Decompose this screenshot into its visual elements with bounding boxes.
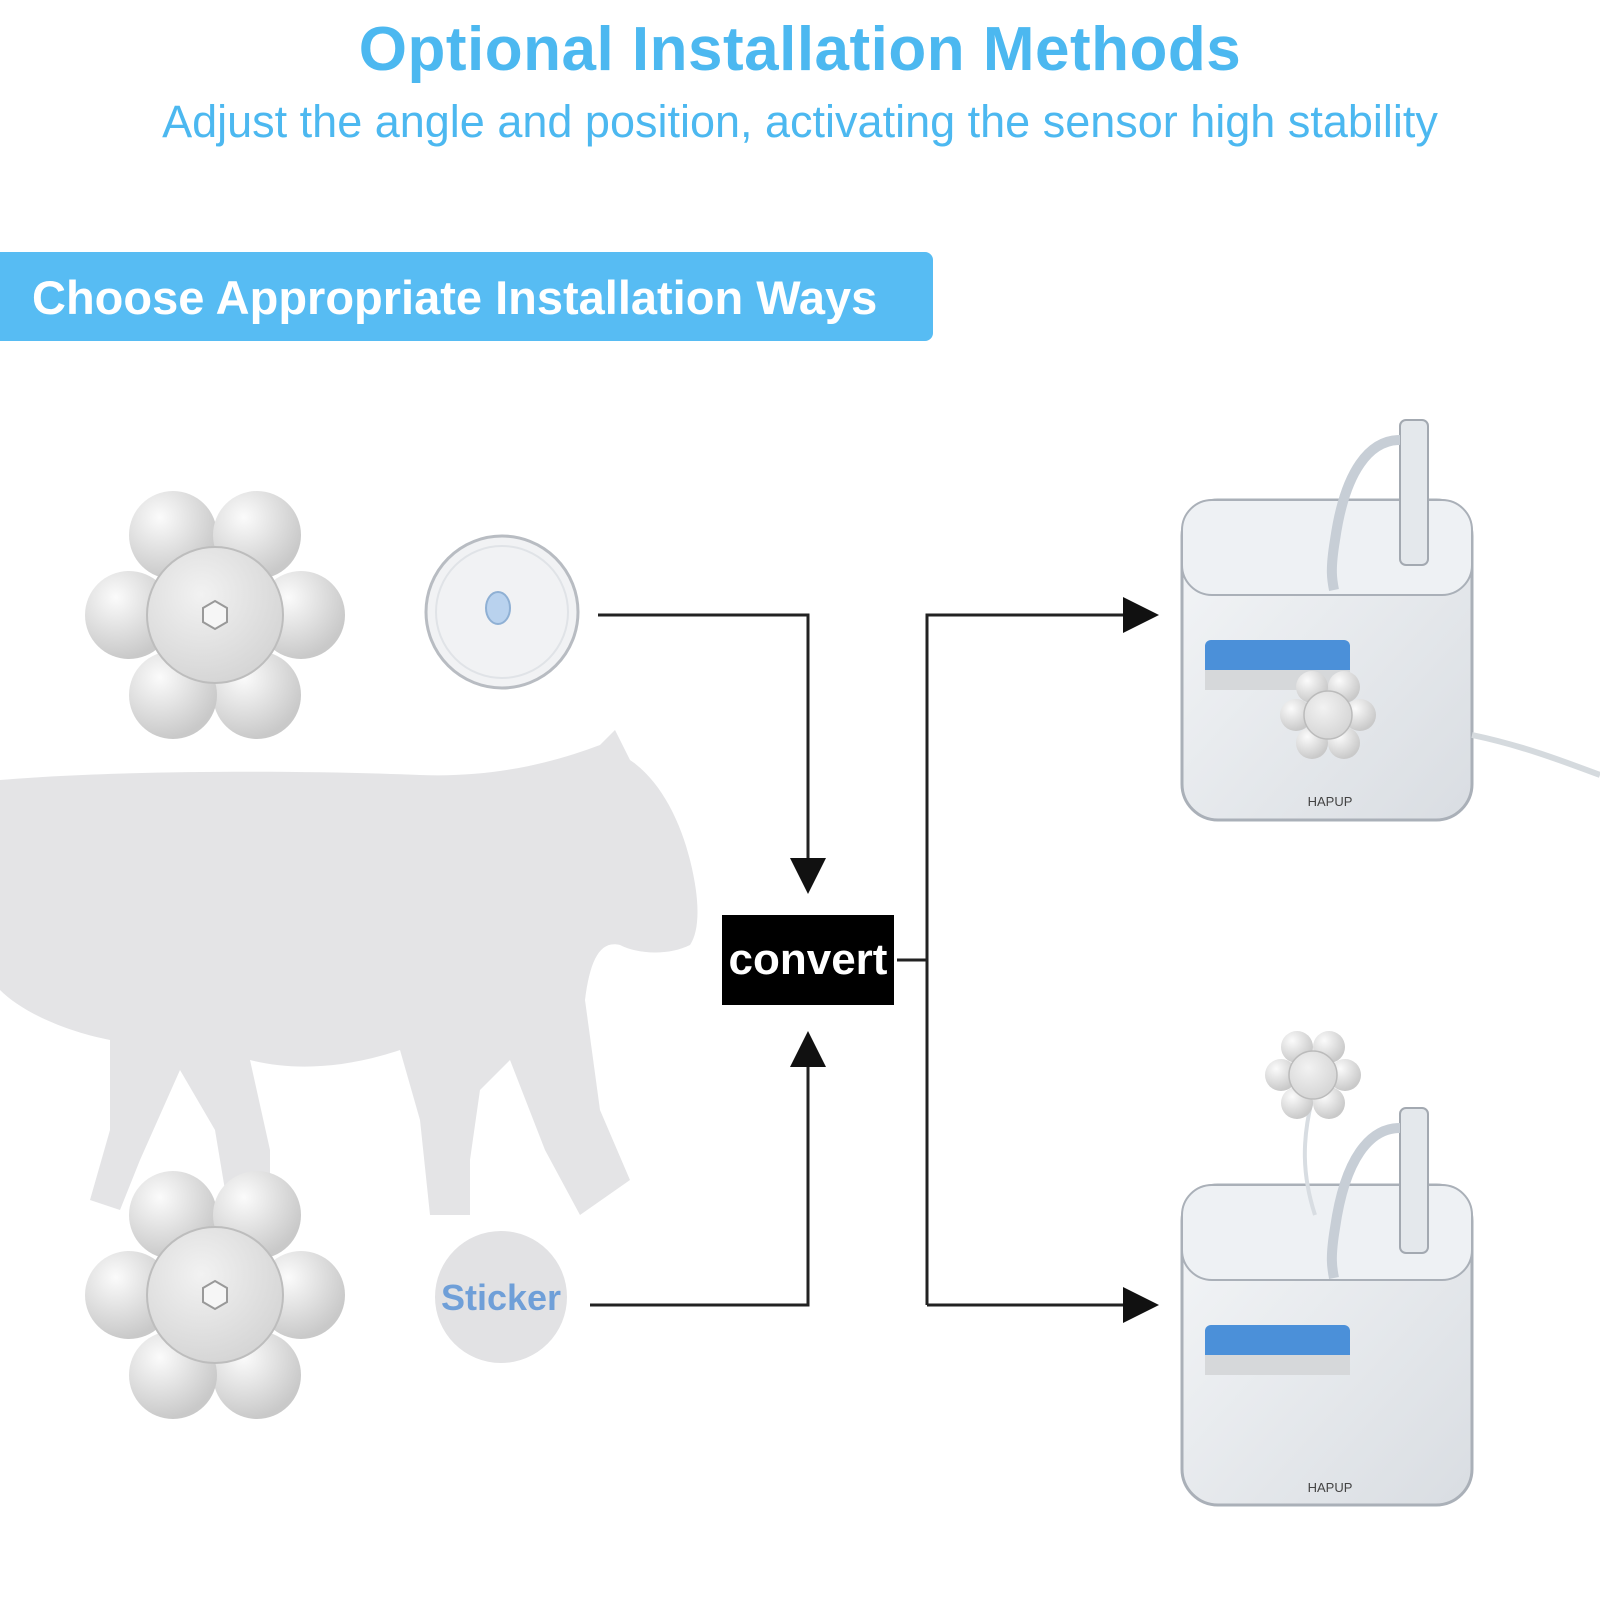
cat-silhouette-icon — [0, 730, 698, 1220]
connector-lines — [590, 597, 1159, 1323]
sensor-flower-icon — [85, 1171, 345, 1419]
water-fountain-icon: HAPUP — [1180, 1031, 1474, 1507]
suction-cup-icon — [424, 534, 580, 690]
sensor-flower-icon — [85, 491, 345, 739]
fountain-brand-label: HAPUP — [1308, 1480, 1353, 1495]
page-title: Optional Installation Methods — [358, 15, 1242, 84]
convert-box: convert — [722, 915, 894, 1005]
sticker-label: Sticker — [441, 1277, 561, 1318]
fountain-brand-label: HAPUP — [1308, 794, 1353, 809]
water-fountain-icon: HAPUP — [1180, 419, 1600, 822]
page-subtitle: Adjust the angle and position, activatin… — [162, 96, 1438, 147]
section-banner: Choose Appropriate Installation Ways — [0, 252, 933, 341]
section-banner-label: Choose Appropriate Installation Ways — [32, 271, 878, 324]
sticker-pad-icon: Sticker — [435, 1231, 567, 1363]
convert-label: convert — [728, 935, 888, 984]
